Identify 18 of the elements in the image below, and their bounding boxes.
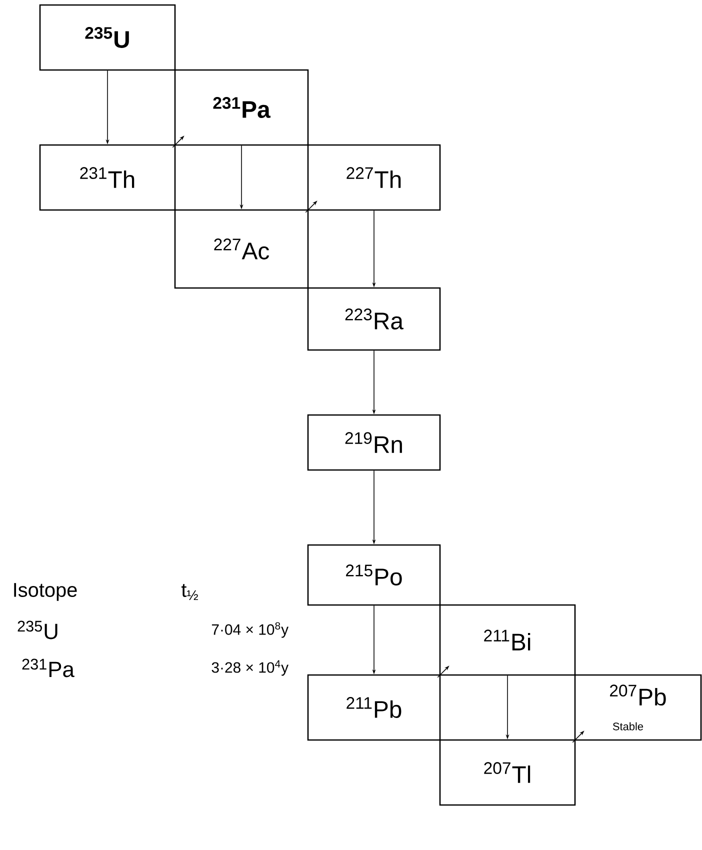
column-heading: Isotope [14, 583, 77, 601]
column-heading: t$_{½}$ [181, 584, 198, 600]
half-life-value: 3·28 × 10$^{4}$y [212, 660, 288, 676]
isotope-box: $^{231}$Pa [174, 69, 309, 146]
isotope-label: $^{231}$Pa [22, 658, 74, 678]
isotope-box: $^{211}$Pb [307, 674, 441, 741]
half-life-value: 7·04 × 10$^{8}$y [212, 622, 288, 638]
isotope-box: $^{215}$Po [307, 544, 441, 606]
isotope-box: $^{211}$Bi [439, 604, 576, 676]
isotope-box: $^{207}$Tl [439, 739, 576, 806]
isotope-label: $^{235}$U [18, 620, 58, 640]
isotope-box: $^{235}$U [39, 4, 176, 71]
isotope-box: $^{231}$Th [39, 144, 176, 211]
isotope-box: $^{207}$Pb Stable [574, 674, 702, 741]
isotope-box: $^{227}$Ac [174, 209, 309, 289]
isotope-box: $^{227}$Th [307, 144, 441, 211]
isotope-box: $^{223}$Ra [307, 287, 441, 351]
isotope-box: $^{219}$Rn [307, 414, 441, 471]
